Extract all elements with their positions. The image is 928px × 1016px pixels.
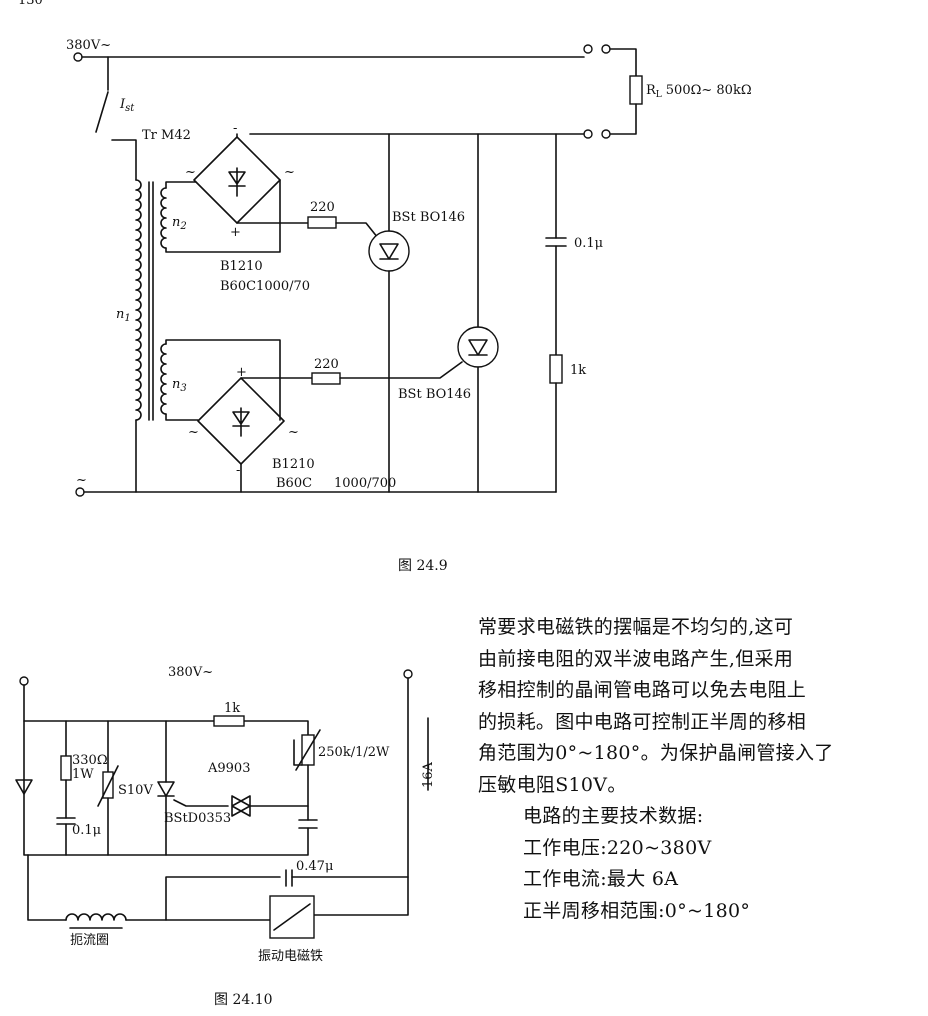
- bridge2-rating: 1000/700: [334, 476, 396, 491]
- resistor-1k-label: 1k: [224, 701, 240, 716]
- svg-text:+: +: [236, 365, 247, 380]
- svg-text:-: -: [236, 463, 240, 478]
- resistor-330: [60, 755, 72, 781]
- thyristor2-label: BSt BO146: [398, 387, 471, 402]
- svg-text:+: +: [230, 225, 241, 240]
- varistor-label: S10V: [118, 783, 153, 798]
- thyristor-2: [457, 326, 499, 368]
- magnet-label: 振动电磁铁: [258, 949, 323, 964]
- terminal-right: [403, 669, 413, 679]
- page-number: 130: [18, 0, 43, 8]
- diac-a9903: [231, 795, 251, 817]
- paragraph-line: 压敏电阻S10V。: [478, 773, 627, 796]
- load-terminal-3: [601, 129, 611, 139]
- figure-24-10-caption: 图 24.10: [214, 992, 273, 1008]
- paragraph-line: 由前接电阻的双半波电路产生,但采用: [478, 647, 794, 670]
- current-label: 16A: [421, 761, 436, 788]
- cap1-label: 0.1μ: [72, 823, 101, 838]
- spec-item: 工作电压:220~380V: [523, 836, 712, 859]
- diode-left: [15, 779, 33, 795]
- svg-text:-: -: [233, 121, 237, 136]
- spec-item: 工作电流:最大 6A: [523, 868, 679, 890]
- supply-terminal-bottom: [75, 487, 85, 497]
- winding-n2: n2: [172, 215, 187, 232]
- supply-label: 380V~: [66, 38, 111, 53]
- paragraph-line: 常要求电磁铁的摆幅是不均匀的,这可: [478, 616, 794, 638]
- body-text: 常要求电磁铁的摆幅是不均匀的,这可 由前接电阻的双半波电路产生,但采用 移相控制…: [478, 612, 918, 927]
- capacitor-0-1: [545, 237, 567, 247]
- resistor3-label: 1k: [570, 363, 586, 378]
- thyristor-bstd: [157, 781, 175, 856]
- paragraph-line: 角范围为0°~180°。为保护晶闸管接入了: [478, 742, 834, 764]
- winding-n3: n3: [172, 377, 187, 394]
- switch-label: Ist: [119, 97, 135, 114]
- resistor-220-1: [307, 216, 337, 229]
- paragraph-line: 的损耗。图中电路可控制正半周的移相: [478, 710, 807, 733]
- capacitor-label: 0.1μ: [574, 236, 603, 251]
- figure-24-9-caption: 图 24.9: [398, 558, 448, 574]
- resistor2-label: 220: [314, 357, 339, 372]
- bridge1-diode: [228, 167, 246, 197]
- resistor-220-2: [311, 372, 341, 385]
- svg-text:~: ~: [288, 425, 299, 440]
- paragraph-line: 移相控制的晶闸管电路可以免去电阻上: [478, 679, 807, 701]
- transformer-label: Tr M42: [142, 128, 191, 143]
- resistor-1k-b: [213, 715, 245, 727]
- spec-item: 正半周移相范围:0°~180°: [523, 899, 751, 922]
- bridge1-name: B1210: [220, 259, 263, 274]
- winding-n1: n1: [116, 307, 131, 324]
- svg-text:~: ~: [188, 425, 199, 440]
- terminal-left: [19, 676, 29, 686]
- primary-winding: [135, 179, 142, 421]
- load-terminal-1: [583, 44, 593, 54]
- ground-symbol: ~: [76, 473, 87, 488]
- diac-label: A9903: [207, 761, 250, 776]
- svg-text:~: ~: [284, 165, 295, 180]
- pot-label: 250k/1/2W: [318, 745, 390, 760]
- choke-coil: [65, 913, 127, 921]
- secondary-winding-n2: [160, 187, 167, 249]
- bridge2-type: B60C: [276, 476, 312, 491]
- switch-blade: [95, 91, 109, 133]
- resistor-1k: [549, 354, 563, 384]
- capacitor-trigger: [298, 819, 318, 829]
- cap2-label: 0.47μ: [296, 859, 333, 874]
- svg-text:~: ~: [185, 165, 196, 180]
- figure-24-10: 380V~ 330Ω 1W 0.1μ S10V BStD0353 A9903: [15, 665, 436, 1008]
- thyristor1-label: BSt BO146: [392, 210, 465, 225]
- resistor-330-label: 330Ω: [72, 753, 108, 768]
- capacitor-0-47: [285, 869, 293, 887]
- resistor1-label: 220: [310, 200, 335, 215]
- bridge2-name: B1210: [272, 457, 315, 472]
- choke-label: 扼流圈: [70, 933, 109, 948]
- supply-label-2: 380V~: [168, 665, 213, 680]
- resistor-330-power: 1W: [72, 767, 94, 782]
- bridge2-diode: [232, 407, 250, 437]
- spec-title: 电路的主要技术数据:: [523, 805, 704, 827]
- load-resistor: [629, 75, 643, 105]
- secondary-winding-n3: [160, 343, 167, 415]
- supply-terminal-top: [73, 52, 83, 62]
- bridge1-type: B60C1000/70: [220, 279, 310, 294]
- load-terminal-2: [601, 44, 611, 54]
- thyristor-label: BStD0353: [164, 811, 231, 826]
- load-terminal-4: [583, 129, 593, 139]
- thyristor-1: [368, 230, 410, 272]
